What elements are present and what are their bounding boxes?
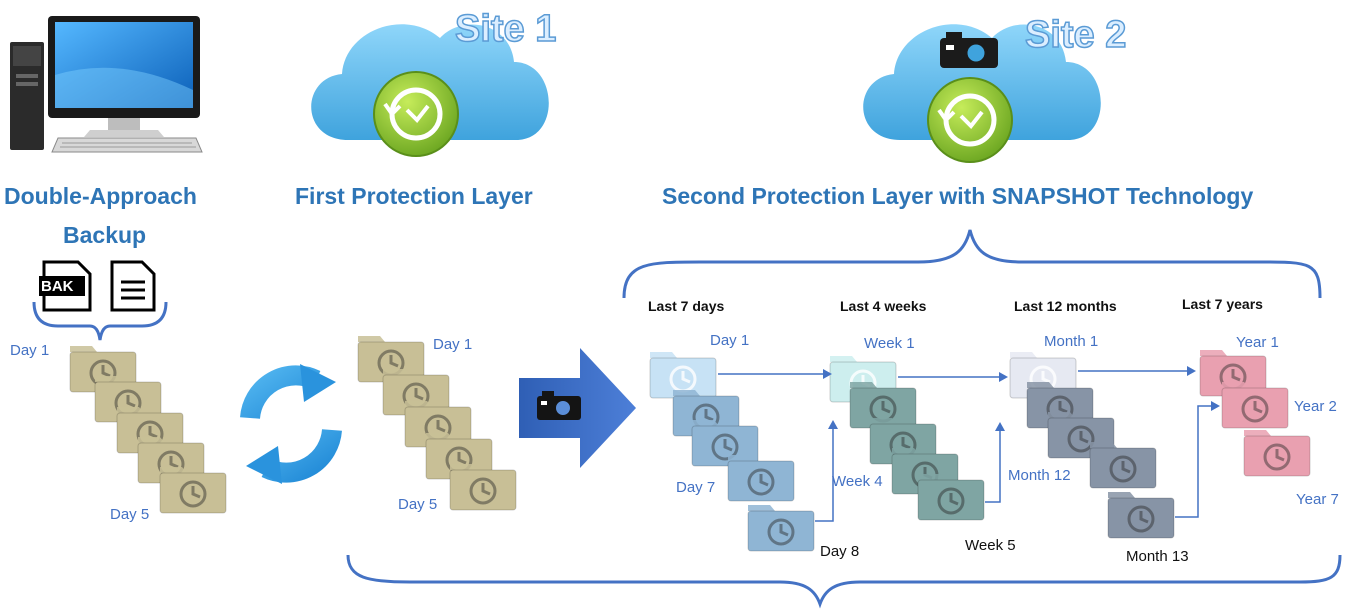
camera-icon	[537, 391, 581, 420]
folder-icon	[917, 474, 985, 521]
weeks-first-label: Week 1	[864, 335, 915, 352]
folder-icon	[159, 467, 227, 514]
weeks-next-label: Week 5	[965, 537, 1016, 554]
site1-last-label: Day 5	[398, 496, 438, 513]
document-icon	[110, 260, 156, 312]
arrow-head	[1187, 366, 1196, 376]
weeks-last-label: Week 4	[832, 473, 883, 490]
months-next-label: Month 13	[1126, 548, 1189, 565]
layer1-heading: First Protection Layer	[295, 183, 533, 209]
folder-group	[69, 336, 1311, 552]
col-title-weeks: Last 4 weeks	[840, 298, 927, 314]
folder-icon	[1243, 430, 1311, 477]
local-first-label: Day 1	[10, 342, 50, 359]
sync-arrows-icon	[240, 364, 342, 484]
col-title-years: Last 7 years	[1182, 296, 1263, 312]
folder-icon	[1199, 350, 1267, 397]
local-heading: Double-Approach	[4, 183, 197, 209]
folder-icon	[1047, 412, 1115, 459]
days-last-label: Day 7	[676, 479, 716, 496]
folder-icon	[649, 352, 717, 399]
arrow-head	[999, 372, 1008, 382]
connector-lines	[718, 366, 1220, 522]
col-title-days: Last 7 days	[648, 298, 725, 314]
bak-file-icon	[39, 260, 92, 312]
folder-icon	[382, 369, 450, 416]
folder-icon	[747, 505, 815, 552]
arrow-head	[995, 422, 1005, 431]
snapshot-brace	[622, 229, 1322, 299]
connector-arrow	[815, 426, 834, 522]
bottom-brace	[346, 554, 1342, 609]
arrow-head	[823, 369, 832, 379]
folder-icon	[1107, 492, 1175, 539]
folder-icon	[1221, 382, 1289, 429]
layer2-heading: Second Protection Layer with SNAPSHOT Te…	[662, 183, 1254, 209]
arrow-head	[1211, 401, 1220, 411]
folder-icon	[727, 455, 795, 502]
months-first-label: Month 1	[1044, 333, 1099, 350]
site1-first-label: Day 1	[433, 336, 473, 353]
folder-icon	[1089, 442, 1157, 489]
backup-clock-icon	[373, 71, 459, 157]
backup-clock-icon	[927, 77, 1013, 163]
site2-title: Site 2	[1024, 13, 1127, 57]
connector-arrow	[985, 428, 1001, 503]
connector-arrow	[1175, 405, 1214, 518]
site1-title: Site 1	[454, 7, 557, 51]
local-last-label: Day 5	[110, 506, 150, 523]
local-heading-line2: Backup	[63, 222, 147, 248]
years-second-label: Year 2	[1294, 398, 1337, 415]
desktop-computer-icon	[10, 16, 203, 153]
bak-badge: BAK	[41, 278, 74, 295]
camera-icon	[940, 32, 998, 68]
files-brace	[32, 301, 168, 341]
folder-icon	[449, 464, 517, 511]
years-first-label: Year 1	[1236, 334, 1279, 351]
days-first-label: Day 1	[710, 332, 750, 349]
years-last-label: Year 7	[1296, 491, 1339, 508]
months-last-label: Month 12	[1008, 467, 1071, 484]
days-next-label: Day 8	[820, 543, 860, 560]
arrow-head	[828, 420, 838, 429]
col-title-months: Last 12 months	[1014, 298, 1117, 314]
